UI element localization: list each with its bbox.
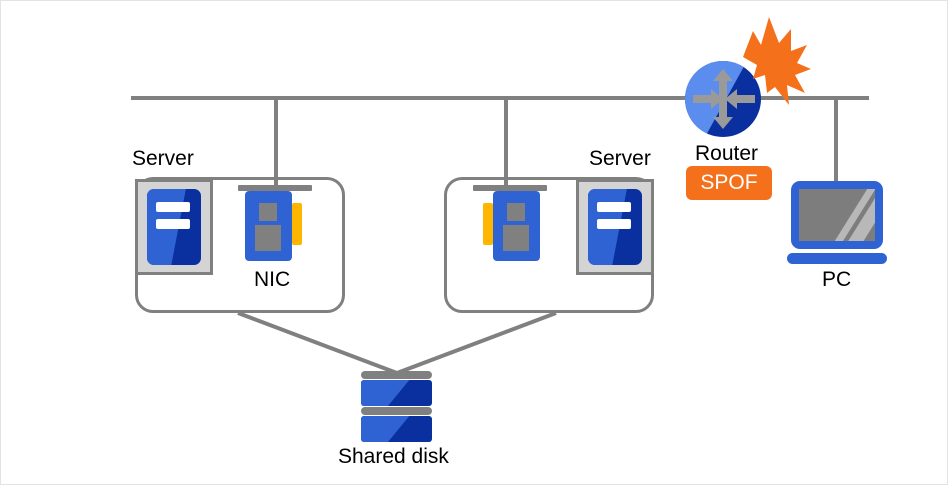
router-arrow-right: [693, 89, 723, 109]
nic-right-chip-large: [503, 225, 529, 251]
nic-left-chip-small: [259, 203, 277, 221]
server-left-slot-1: [156, 201, 190, 212]
server-left-icon: [135, 179, 213, 275]
router-arrow-up: [713, 69, 733, 99]
nic-left-chip-large: [255, 225, 281, 251]
nic-right-chip-small: [507, 203, 525, 221]
shared-disk-icon[interactable]: [361, 371, 432, 442]
server-right-icon: [576, 179, 654, 275]
router-arrow-left: [725, 89, 755, 109]
lightning-burst-icon: [743, 17, 811, 105]
router-icon[interactable]: [685, 61, 761, 137]
server-left-label: Server: [132, 147, 194, 170]
pc-lid: [791, 181, 883, 249]
pc-icon[interactable]: [787, 181, 887, 265]
shared-disk-unit-1: [361, 380, 432, 406]
nic-right-icon: [469, 185, 547, 263]
pc-screen: [799, 189, 875, 241]
link-right-group-to-disk: [396, 311, 557, 375]
spof-badge: SPOF: [686, 166, 772, 200]
server-right-slot-2: [597, 218, 631, 229]
shared-disk-cap-1: [361, 371, 432, 379]
server-right-slot-1: [597, 201, 631, 212]
nic-left-icon: [238, 185, 316, 263]
nic-left-label: NIC: [254, 268, 291, 291]
router-arrow-down: [713, 99, 733, 129]
router-label: Router: [695, 142, 759, 165]
shared-disk-label: Shared disk: [338, 445, 449, 468]
shared-disk-unit-2: [361, 416, 432, 442]
server-left-slot-2: [156, 218, 190, 229]
nic-left-bracket: [238, 185, 312, 191]
pc-label: PC: [822, 268, 852, 291]
server-right-body: [588, 189, 642, 265]
shared-disk-cap-2: [361, 407, 432, 415]
nic-right-bracket: [473, 185, 547, 191]
pc-base: [787, 253, 887, 264]
link-left-group-to-disk: [237, 311, 398, 375]
nic-left-connector: [292, 203, 302, 245]
server-left-body: [147, 189, 201, 265]
nic-right-connector: [483, 203, 493, 245]
server-right-label: Server: [589, 147, 651, 170]
